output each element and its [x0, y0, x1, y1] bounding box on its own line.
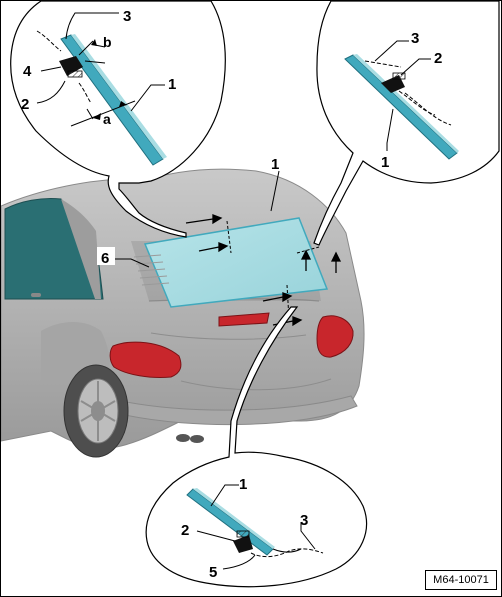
rear-window-glass	[143, 217, 329, 308]
callout-tr-3: 3	[411, 30, 419, 47]
detail-top-left: 3 b 4 2 1 a	[10, 1, 226, 238]
window-pillar	[61, 199, 101, 299]
left-tail-light	[109, 341, 182, 378]
right-tail-light	[316, 315, 354, 358]
placement-arrows	[185, 214, 342, 327]
callout-tr-1: 1	[381, 154, 389, 171]
callout-tl-a: a	[103, 111, 111, 127]
callout-b-3: 3	[300, 512, 308, 529]
callout-tl-1: 1	[168, 76, 176, 93]
callout-tl-4: 4	[23, 63, 32, 80]
main-callouts: 1 6	[97, 156, 280, 268]
callout-tl-b: b	[103, 34, 112, 50]
rear-wheel	[63, 364, 129, 458]
callout-tl-3: 3	[123, 8, 131, 25]
callout-glass-1: 1	[271, 156, 279, 173]
detail-top-right: 3 2 1	[313, 1, 500, 246]
callout-tr-2: 2	[434, 50, 442, 67]
figure-code: M64-10071	[425, 570, 497, 590]
callout-item-6: 6	[101, 250, 109, 267]
brake-light	[218, 312, 270, 327]
detail-bottom: 1 2 3 5	[145, 306, 368, 588]
car-body	[1, 168, 365, 458]
callout-b-1: 1	[239, 476, 247, 493]
callout-tl-2: 2	[21, 96, 29, 113]
callout-b-5: 5	[209, 564, 217, 581]
callout-b-2: 2	[181, 522, 189, 539]
